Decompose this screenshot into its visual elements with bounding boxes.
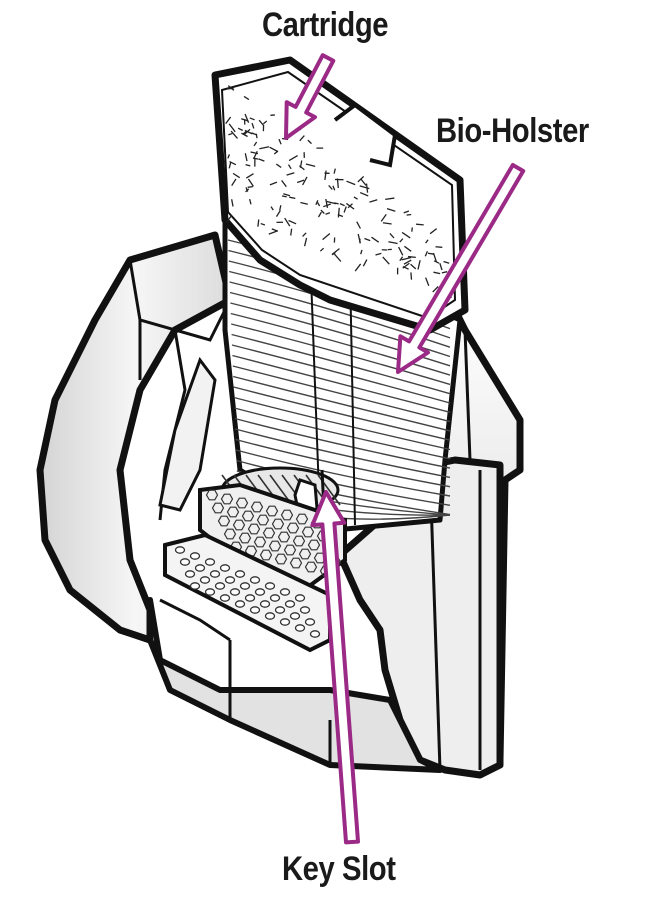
cartridge-label: Cartridge xyxy=(262,6,388,45)
media-trays xyxy=(165,468,345,650)
key-slot-label: Key Slot xyxy=(282,850,396,889)
bio-holster-label: Bio-Holster xyxy=(436,112,589,151)
